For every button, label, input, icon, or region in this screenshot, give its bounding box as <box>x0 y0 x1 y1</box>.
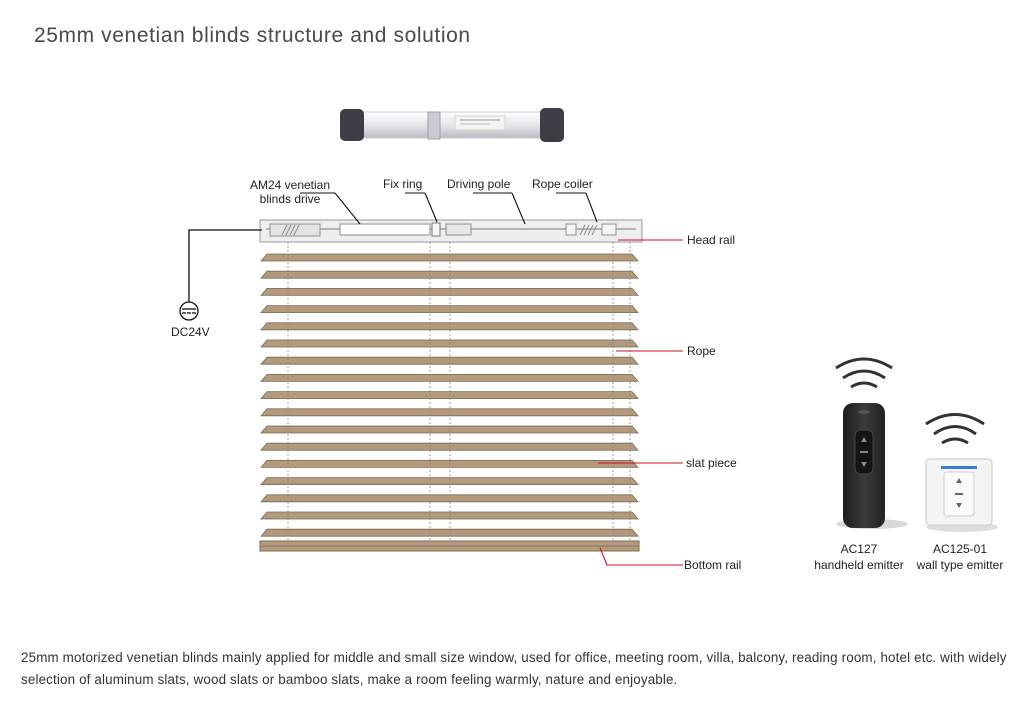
slat <box>260 373 639 382</box>
slat <box>260 356 639 365</box>
label-fix-ring: Fix ring <box>383 177 423 191</box>
power-cable <box>179 229 262 321</box>
slat <box>260 408 639 417</box>
label-rope: Rope <box>687 344 716 358</box>
slat <box>260 339 639 348</box>
page-title: 25mm venetian blinds structure and solut… <box>34 24 471 47</box>
emitter-model: AC125-01 <box>932 542 988 556</box>
slat <box>260 528 639 537</box>
description-paragraph: 25mm motorized venetian blinds mainly ap… <box>21 650 1007 687</box>
slat <box>260 425 639 434</box>
label-driving-pole: Driving pole <box>447 177 511 191</box>
emitter-type: handheld emitter <box>814 558 904 572</box>
label-head-rail: Head rail <box>687 233 736 247</box>
slat <box>260 442 639 451</box>
rope-lines <box>287 242 631 541</box>
slat <box>260 511 639 520</box>
emitter-type: wall type emitter <box>916 558 1004 572</box>
slat <box>260 391 639 400</box>
motor-tube-image <box>340 108 564 142</box>
slat <box>260 494 639 503</box>
emitter-ac125-01: AC125-01 wall type emitter <box>912 541 1008 573</box>
slat <box>260 459 639 468</box>
slat <box>260 322 639 331</box>
slat <box>260 270 639 279</box>
slat <box>260 477 639 486</box>
head-rail <box>259 219 643 243</box>
slat <box>260 287 639 296</box>
emitter-ac127: AC127 handheld emitter <box>811 541 907 573</box>
label-dc24v: DC24V <box>171 325 210 339</box>
callout-lines <box>300 192 683 566</box>
slat <box>260 253 639 262</box>
label-am24-drive: AM24 venetian blinds drive <box>249 178 331 206</box>
wall-remote-icon <box>925 413 998 532</box>
label-slat-piece: slat piece <box>686 456 737 470</box>
emitter-model: AC127 <box>840 542 878 556</box>
slat <box>260 305 639 314</box>
label-rope-coiler: Rope coiler <box>532 177 593 191</box>
slat-stack <box>259 253 640 552</box>
label-bottom-rail: Bottom rail <box>684 558 742 572</box>
handheld-remote-icon <box>835 357 908 529</box>
